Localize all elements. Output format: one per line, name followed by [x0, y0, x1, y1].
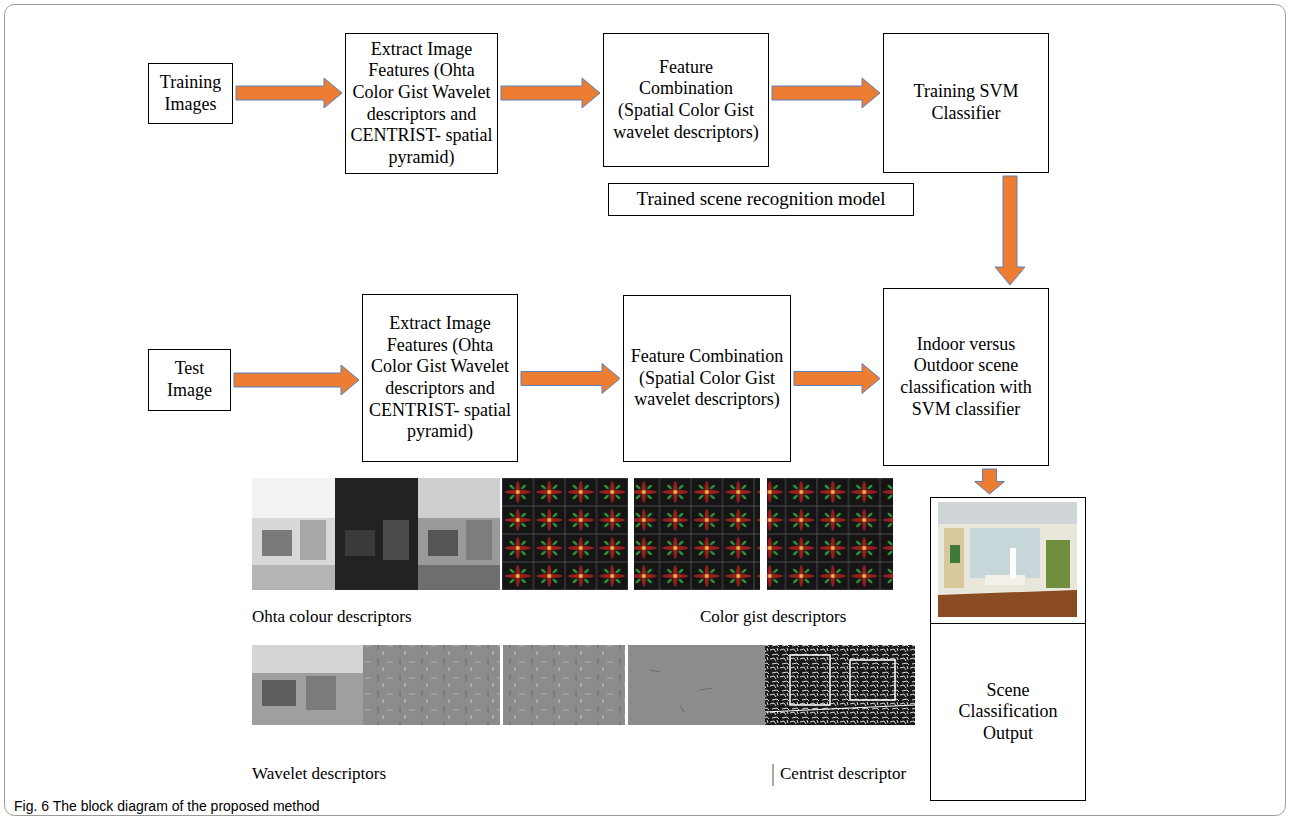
node-text: Extract Image Features (Ohta Color Gist …	[367, 313, 513, 443]
node-text: Test Image	[153, 358, 226, 401]
gist-images	[502, 478, 893, 590]
flow-arrow	[236, 78, 342, 108]
flow-arrow	[772, 78, 880, 108]
figure-label: Wavelet descriptors	[252, 764, 386, 784]
process-box: Feature Combination (Spatial Color Gist …	[603, 33, 769, 167]
process-box: Feature Combination (Spatial Color Gist …	[623, 295, 791, 462]
scene-photo	[938, 502, 1077, 617]
node-text: Feature Combination (Spatial Color Gist …	[610, 57, 762, 143]
node-text: Indoor versus Outdoor scene classificati…	[890, 334, 1042, 420]
process-box: Training SVM Classifier	[883, 33, 1049, 173]
node-text: Training Images	[153, 72, 228, 115]
wavelet-images	[252, 645, 765, 725]
node-text: Scene Classification Output	[931, 623, 1085, 800]
figure-frame	[5, 5, 1286, 816]
node-text: Trained scene recognition model	[637, 188, 886, 211]
output-box: Scene Classification Output	[930, 497, 1086, 801]
process-box: Extract Image Features (Ohta Color Gist …	[345, 33, 498, 174]
figure-label: Centrist descriptor	[780, 764, 906, 784]
node-text: Training SVM Classifier	[890, 81, 1042, 124]
input-box: Test Image	[148, 349, 231, 411]
flow-arrow	[995, 176, 1025, 285]
figure-label: Ohta colour descriptors	[252, 607, 412, 627]
ohta-images	[252, 478, 500, 590]
centrist-image	[765, 645, 915, 725]
figure-label: Color gist descriptors	[700, 607, 846, 627]
flow-arrow	[794, 364, 880, 394]
flow-arrow	[501, 78, 600, 108]
process-box: Extract Image Features (Ohta Color Gist …	[362, 294, 518, 462]
flow-arrow	[975, 469, 1005, 494]
separator-bar	[773, 764, 774, 786]
figure-caption: Fig. 6 The block diagram of the proposed…	[14, 798, 320, 814]
input-box: Training Images	[148, 63, 233, 124]
flow-arrow	[234, 365, 359, 395]
node-text: Extract Image Features (Ohta Color Gist …	[350, 39, 493, 169]
process-box: Indoor versus Outdoor scene classificati…	[883, 288, 1049, 466]
node-text: Feature Combination (Spatial Color Gist …	[630, 346, 784, 411]
model-label-box: Trained scene recognition model	[608, 183, 914, 216]
flow-arrow	[521, 364, 620, 394]
